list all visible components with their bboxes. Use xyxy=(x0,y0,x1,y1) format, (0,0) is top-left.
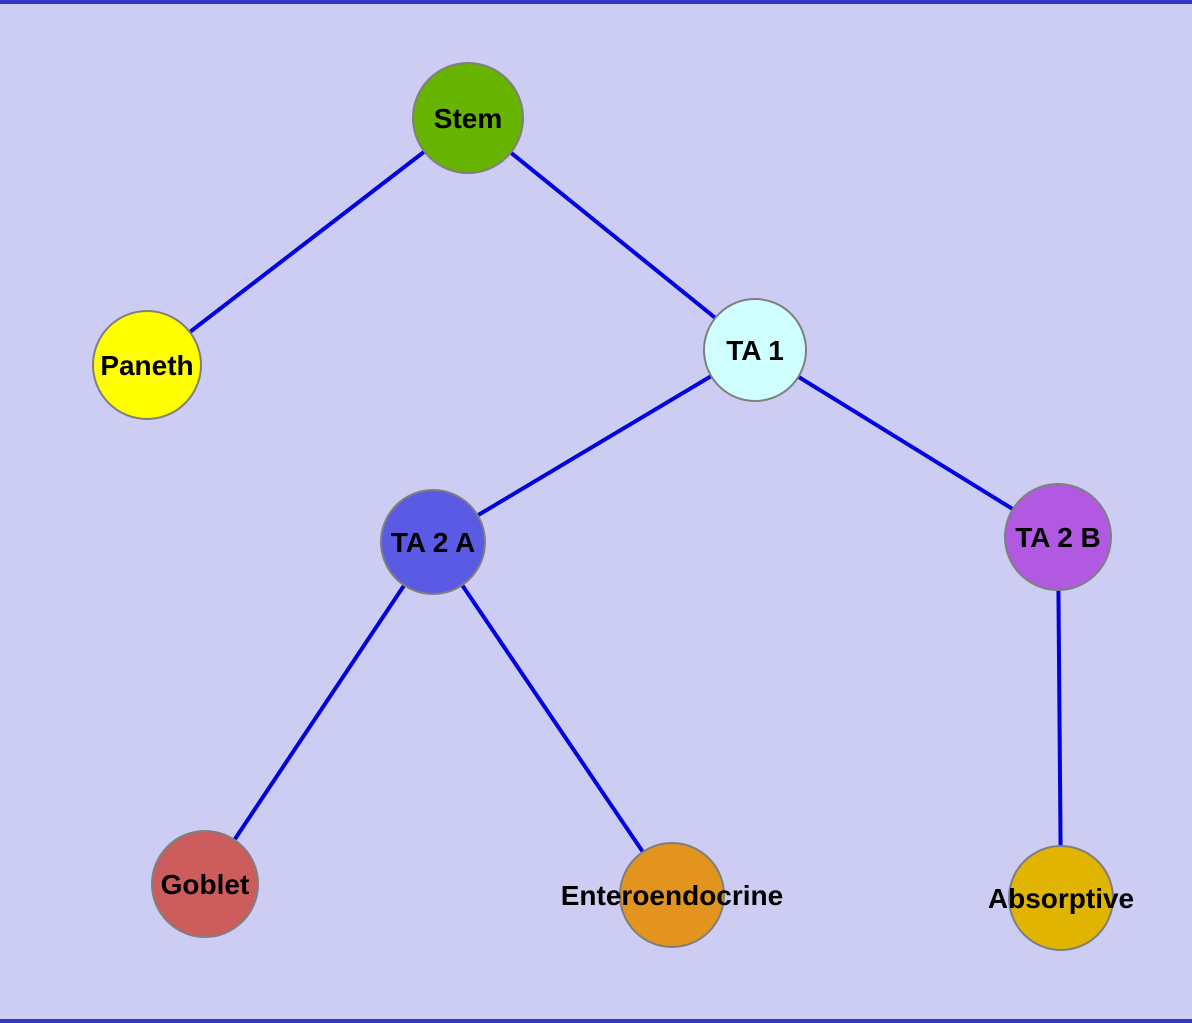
edge-ta1-ta2b xyxy=(753,348,1060,539)
edge-ta2a-enteroendocrine xyxy=(431,540,674,897)
node-circle-stem[interactable] xyxy=(412,62,524,174)
edge-ta1-ta2a xyxy=(431,348,757,544)
edge-stem-ta1 xyxy=(466,116,757,352)
node-circle-enteroendocrine[interactable] xyxy=(619,842,725,948)
edges-layer xyxy=(145,116,1063,899)
node-ta1[interactable]: TA 1 xyxy=(703,298,807,402)
edge-ta2b-absorptive xyxy=(1056,536,1063,899)
node-circle-goblet[interactable] xyxy=(151,830,259,938)
node-circle-ta2b[interactable] xyxy=(1004,483,1112,591)
node-circle-paneth[interactable] xyxy=(92,310,202,420)
edge-stem-paneth xyxy=(145,116,470,367)
node-circle-ta1[interactable] xyxy=(703,298,807,402)
node-absorptive[interactable]: Absorptive xyxy=(988,845,1134,951)
node-goblet[interactable]: Goblet xyxy=(151,830,259,938)
node-ta2a[interactable]: TA 2 A xyxy=(380,489,486,595)
node-circle-ta2a[interactable] xyxy=(380,489,486,595)
node-circle-absorptive[interactable] xyxy=(1008,845,1114,951)
node-enteroendocrine[interactable]: Enteroendocrine xyxy=(561,842,783,948)
node-paneth[interactable]: Paneth xyxy=(92,310,202,420)
node-stem[interactable]: Stem xyxy=(412,62,524,174)
node-ta2b[interactable]: TA 2 B xyxy=(1004,483,1112,591)
edge-ta2a-goblet xyxy=(203,540,435,886)
